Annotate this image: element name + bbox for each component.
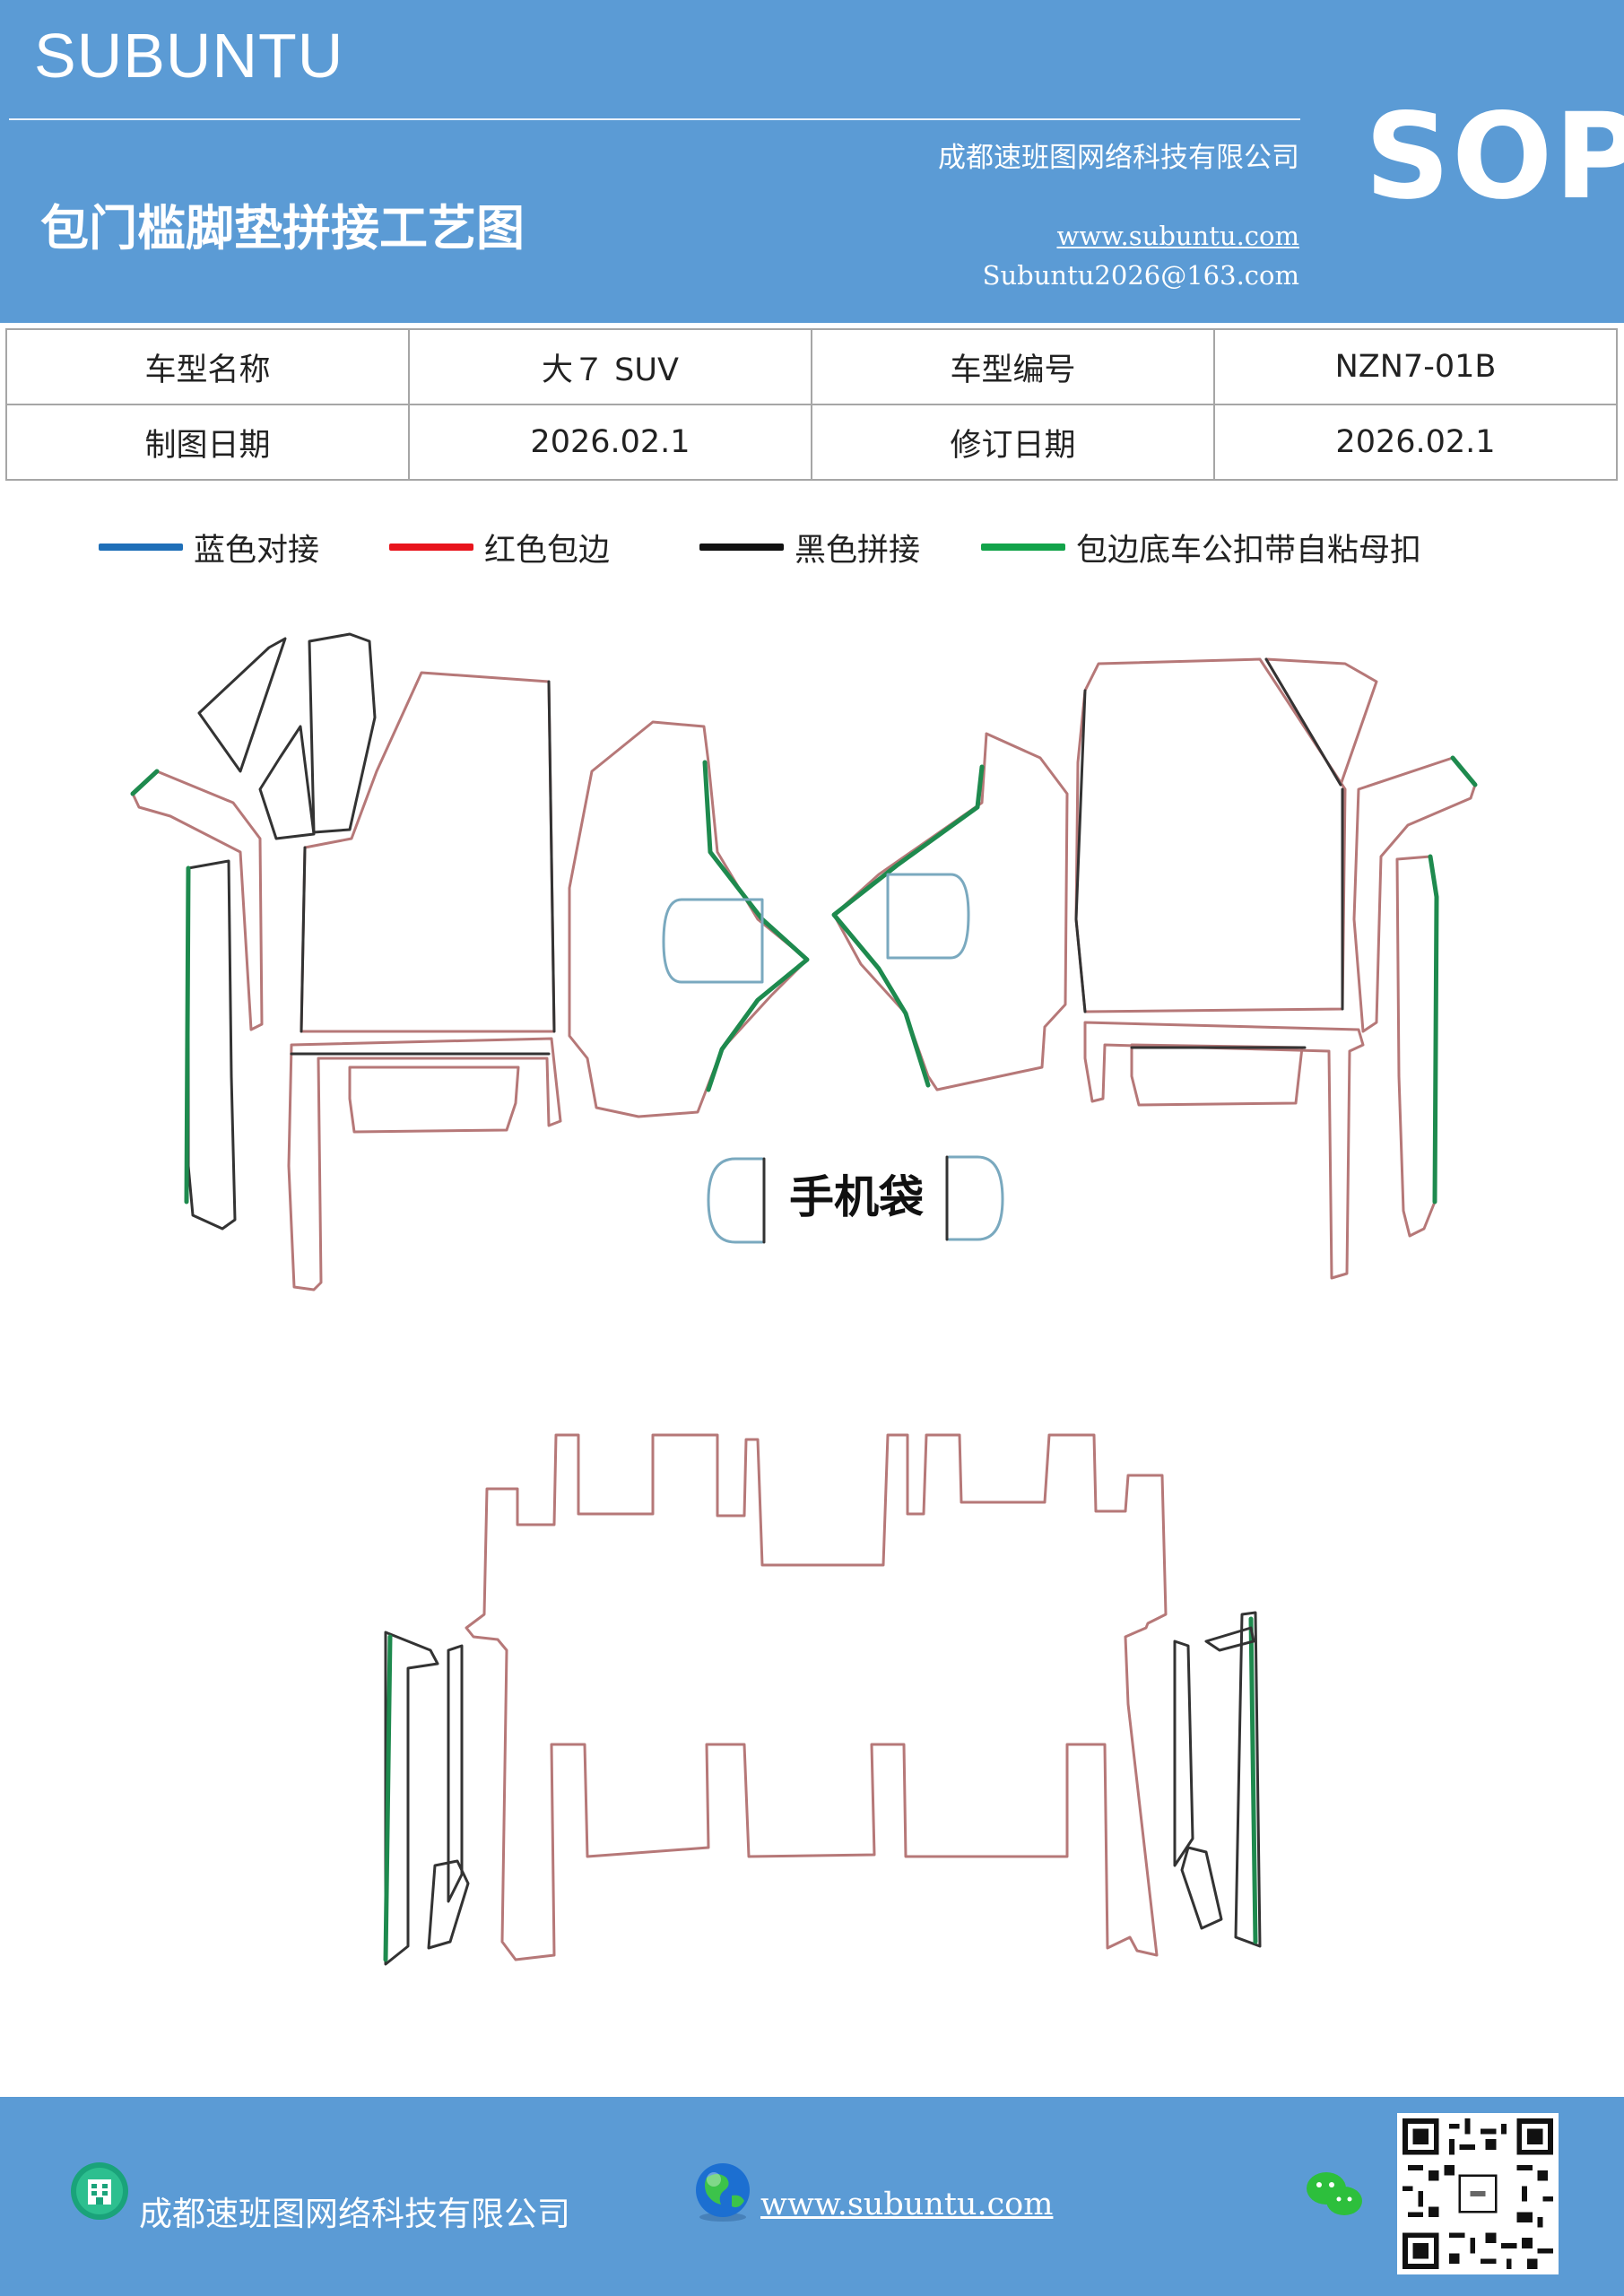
email-address: Subuntu2026@163.com [982, 260, 1299, 291]
table-cell: NZN7-01B [1213, 328, 1618, 405]
rear-mat-right-strip [1234, 1611, 1262, 1948]
mat-piece [300, 671, 556, 1033]
table-cell: 大７ SUV [408, 328, 812, 405]
wechat-icon [1307, 2172, 1362, 2215]
rear-mat-right-foot [1180, 1846, 1223, 1930]
center-left-mat [568, 720, 810, 1118]
vehicle-info-table: 车型名称 大７ SUV 车型编号 NZN7-01B 制图日期 2026.02.1… [5, 328, 1618, 481]
mat-piece [1395, 855, 1438, 1238]
table-cell: 2026.02.1 [408, 404, 812, 481]
color-legend: 蓝色对接 红色包边 黑色拼接 包边底车公扣带自粘母扣 [0, 520, 1624, 574]
qr-code-icon[interactable] [1397, 2113, 1559, 2274]
website-link[interactable]: www.subuntu.com [1056, 221, 1299, 251]
rear-mat-upper [465, 1433, 1168, 1961]
mat-piece [832, 732, 1069, 1091]
table-cell: 修订日期 [811, 404, 1215, 481]
table-row: 车型名称 大７ SUV 车型编号 NZN7-01B [5, 328, 1618, 405]
mat-piece [1428, 854, 1439, 1205]
legend-label: 黑色拼接 [795, 532, 921, 569]
rear-mat-right-edge [1204, 1626, 1255, 1652]
mat-piece [130, 769, 160, 796]
rear-mat-group [383, 1433, 1262, 1966]
mat-piece [348, 1065, 520, 1134]
legend-label: 包边底车公扣带自粘母扣 [1076, 532, 1422, 569]
building-icon [71, 2162, 128, 2220]
rear-mat-right-inner [1173, 1639, 1194, 1867]
legend-item-blue: 蓝色对接 [99, 520, 319, 574]
mat-piece [702, 760, 810, 1092]
footer-website-link[interactable]: www.subuntu.com [760, 2187, 1054, 2222]
mat-piece [1450, 755, 1478, 787]
globe-icon [696, 2163, 750, 2222]
mat-piece [287, 1037, 562, 1292]
legend-item-red: 红色包边 [389, 520, 610, 574]
mat-piece [1352, 756, 1477, 1033]
header-divider [9, 118, 1300, 120]
mat-piece [831, 764, 985, 1088]
mat-piece [1074, 689, 1344, 1013]
rear-mat-left-inner [447, 1644, 464, 1903]
left-front-mat-group [130, 632, 562, 1292]
legend-item-black: 黑色拼接 [699, 520, 920, 574]
right-front-mat-group [1074, 657, 1478, 1280]
legend-swatch [981, 544, 1065, 551]
table-row: 制图日期 2026.02.1 修订日期 2026.02.1 [5, 404, 1618, 481]
sop-badge: SOP [1365, 88, 1624, 226]
center-right-mat [831, 732, 1069, 1091]
rear-mat-left-foot [427, 1859, 470, 1950]
legend-swatch [99, 544, 183, 551]
phone-pocket-group [707, 1155, 1004, 1244]
legend-label: 蓝色对接 [194, 532, 320, 569]
rear-mat-left-strip-green [383, 1634, 393, 1962]
footer-company: 成都速班图网络科技有限公司 [139, 2195, 570, 2233]
mat-piece [258, 725, 316, 840]
mat-piece [197, 637, 287, 773]
phone-pocket-label: 手机袋 [789, 1171, 924, 1223]
legend-item-green: 包边底车公扣带自粘母扣 [981, 520, 1421, 574]
mat-piece [1264, 657, 1378, 787]
mat-piece [1130, 1043, 1304, 1107]
footer-banner: 成都速班图网络科技有限公司 www.subuntu.com [0, 2097, 1624, 2296]
company-name: 成都速班图网络科技有限公司 [938, 142, 1299, 174]
mat-piece [662, 898, 764, 984]
table-cell: 2026.02.1 [1213, 404, 1618, 481]
header-banner: SUBUNTU 包门槛脚垫拼接工艺图 成都速班图网络科技有限公司 www.sub… [0, 0, 1624, 323]
document-title: 包门槛脚垫拼接工艺图 [40, 200, 525, 257]
mat-piece [131, 770, 264, 1031]
brand-name: SUBUNTU [34, 21, 344, 91]
mat-piece [300, 680, 556, 1033]
mat-piece [1264, 657, 1342, 787]
rear-mat-right-strip-green [1248, 1616, 1258, 1944]
table-cell: 制图日期 [5, 404, 410, 481]
legend-swatch [699, 544, 784, 551]
mat-splice-diagram: 手机袋 [130, 632, 1478, 1966]
mat-piece [187, 859, 237, 1231]
table-cell: 车型编号 [811, 328, 1215, 405]
mat-piece [1083, 1021, 1365, 1280]
legend-label: 红色包边 [484, 532, 611, 569]
mat-piece [184, 865, 191, 1205]
phone-pocket-right [947, 1155, 1004, 1241]
mat-piece [1074, 657, 1347, 1013]
rear-mat-left-strip [384, 1631, 439, 1966]
mat-piece [568, 720, 809, 1118]
table-cell: 车型名称 [5, 328, 410, 405]
legend-swatch [389, 544, 473, 551]
phone-pocket-left [707, 1157, 764, 1244]
mat-piece [886, 873, 970, 960]
